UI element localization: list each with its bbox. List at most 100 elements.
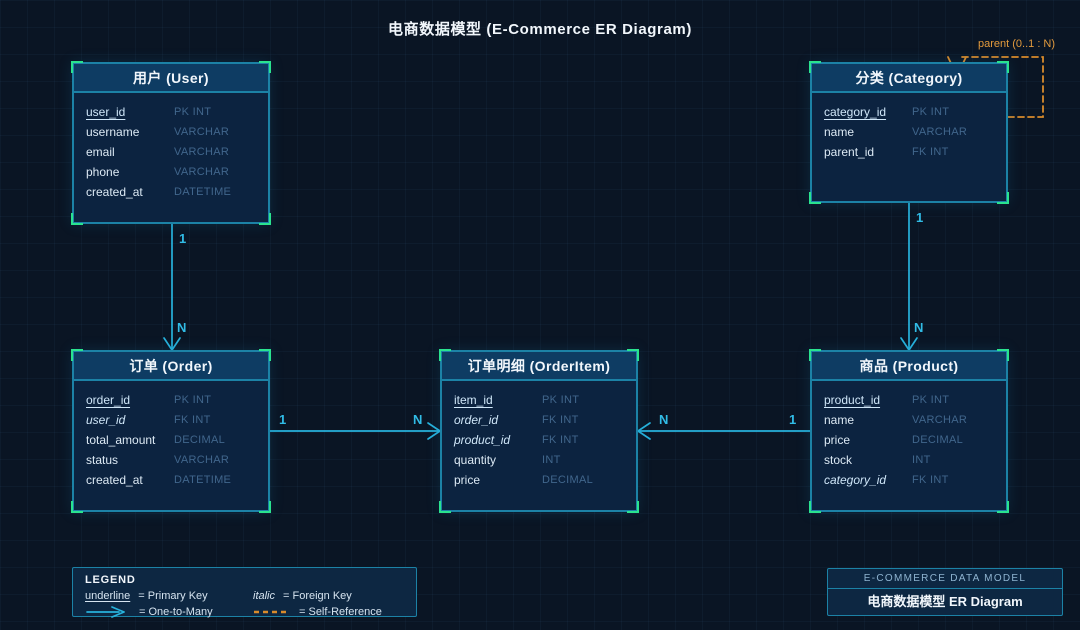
cardinality-category-product-n: N xyxy=(914,320,924,335)
field-type: VARCHAR xyxy=(174,146,230,158)
field-name: parent_id xyxy=(824,145,875,159)
field-type: PK INT xyxy=(174,394,212,406)
field-name: order_id xyxy=(86,393,131,407)
self-reference-label: parent (0..1 : N) xyxy=(978,38,1056,50)
field-row: user_id PK INT xyxy=(86,102,258,122)
corner-accent-icon xyxy=(997,192,1009,204)
cardinality-product-orderitem-n: N xyxy=(659,412,669,427)
field-type: VARCHAR xyxy=(912,414,968,426)
field-type: DECIMAL xyxy=(912,434,963,446)
field-name: category_id xyxy=(824,105,887,119)
entity-user: 用户 (User) user_id PK INT username VARCHA… xyxy=(71,61,271,225)
field-row: quantity INT xyxy=(454,450,626,470)
field-row: email VARCHAR xyxy=(86,142,258,162)
field-type: INT xyxy=(912,454,931,466)
entity-order-title: 订单 (Order) xyxy=(74,352,268,381)
page-title: 电商数据模型 (E-Commerce ER Diagram) xyxy=(388,21,692,38)
field-row: phone VARCHAR xyxy=(86,162,258,182)
field-name: email xyxy=(86,145,115,159)
corner-accent-icon xyxy=(71,213,83,225)
entity-product: 商品 (Product) product_id PK INT name VARC… xyxy=(809,349,1009,513)
corner-accent-icon xyxy=(997,61,1009,73)
corner-accent-icon xyxy=(71,349,83,361)
corner-accent-icon xyxy=(259,61,271,73)
entity-order: 订单 (Order) order_id PK INT user_id FK IN… xyxy=(71,349,271,513)
corner-accent-icon xyxy=(627,501,639,513)
footer-badge: E-COMMERCE DATA MODEL 电商数据模型 ER Diagram xyxy=(827,568,1063,616)
corner-accent-icon xyxy=(259,501,271,513)
field-row: total_amount DECIMAL xyxy=(86,430,258,450)
entity-product-title: 商品 (Product) xyxy=(812,352,1006,381)
legend-underline-sample: underline xyxy=(85,590,131,602)
one-to-many-arrow-icon xyxy=(86,606,125,618)
corner-accent-icon xyxy=(71,501,83,513)
field-type: PK INT xyxy=(912,106,950,118)
field-type: PK INT xyxy=(912,394,950,406)
field-name: product_id xyxy=(824,393,881,407)
corner-accent-icon xyxy=(259,349,271,361)
field-type: FK INT xyxy=(912,146,949,158)
field-type: VARCHAR xyxy=(174,126,230,138)
corner-accent-icon xyxy=(439,501,451,513)
cardinality-category-product-1: 1 xyxy=(916,210,924,225)
field-type: FK INT xyxy=(542,434,579,446)
corner-accent-icon xyxy=(809,61,821,73)
field-name: name xyxy=(824,125,855,139)
legend-arrow-desc: = One-to-Many xyxy=(139,606,213,618)
entity-category-title: 分类 (Category) xyxy=(812,64,1006,93)
field-name: price xyxy=(824,433,851,447)
field-row: order_id FK INT xyxy=(454,410,626,430)
arrowhead-order-orderitem-icon xyxy=(427,422,441,440)
arrowhead-user-order-icon xyxy=(163,337,181,351)
field-name: price xyxy=(454,473,481,487)
field-row: name VARCHAR xyxy=(824,122,996,142)
field-name: category_id xyxy=(824,473,887,487)
field-type: FK INT xyxy=(912,474,949,486)
field-name: total_amount xyxy=(86,433,156,447)
arrowhead-product-orderitem-icon xyxy=(637,422,651,440)
field-name: user_id xyxy=(86,413,126,427)
cardinality-user-order-n: N xyxy=(177,320,187,335)
field-row: name VARCHAR xyxy=(824,410,996,430)
footer-title: 电商数据模型 ER Diagram xyxy=(867,594,1023,609)
legend-title: LEGEND xyxy=(85,574,136,586)
field-type: VARCHAR xyxy=(912,126,968,138)
field-row: product_id PK INT xyxy=(824,390,996,410)
field-name: username xyxy=(86,125,140,139)
corner-accent-icon xyxy=(439,349,451,361)
legend-italic-desc: = Foreign Key xyxy=(283,590,352,602)
field-row: parent_id FK INT xyxy=(824,142,996,162)
field-name: name xyxy=(824,413,855,427)
field-name: quantity xyxy=(454,453,497,467)
legend-dash-desc: = Self-Reference xyxy=(299,606,382,618)
entity-orderitem-title: 订单明细 (OrderItem) xyxy=(442,352,636,381)
self-reference-dash-icon xyxy=(254,610,290,614)
field-name: status xyxy=(86,453,119,467)
field-name: order_id xyxy=(454,413,499,427)
field-type: VARCHAR xyxy=(174,166,230,178)
legend-italic-sample: italic xyxy=(253,590,276,602)
field-row: stock INT xyxy=(824,450,996,470)
field-row: status VARCHAR xyxy=(86,450,258,470)
footer-caption: E-COMMERCE DATA MODEL xyxy=(828,569,1062,589)
corner-accent-icon xyxy=(809,501,821,513)
entity-user-title: 用户 (User) xyxy=(74,64,268,93)
cardinality-user-order-1: 1 xyxy=(179,231,187,246)
field-name: user_id xyxy=(86,105,126,119)
cardinality-order-orderitem-1: 1 xyxy=(279,412,287,427)
field-row: user_id FK INT xyxy=(86,410,258,430)
entity-orderitem: 订单明细 (OrderItem) item_id PK INT order_id… xyxy=(439,349,639,513)
field-type: VARCHAR xyxy=(174,454,230,466)
field-row: order_id PK INT xyxy=(86,390,258,410)
legend-panel: LEGEND underline = Primary Key italic = … xyxy=(72,567,417,618)
field-type: DATETIME xyxy=(174,186,232,198)
field-row: category_id PK INT xyxy=(824,102,996,122)
field-name: phone xyxy=(86,165,120,179)
corner-accent-icon xyxy=(809,192,821,204)
field-type: FK INT xyxy=(542,414,579,426)
corner-accent-icon xyxy=(809,349,821,361)
field-row: item_id PK INT xyxy=(454,390,626,410)
field-type: PK INT xyxy=(174,106,212,118)
corner-accent-icon xyxy=(71,61,83,73)
field-row: price DECIMAL xyxy=(824,430,996,450)
